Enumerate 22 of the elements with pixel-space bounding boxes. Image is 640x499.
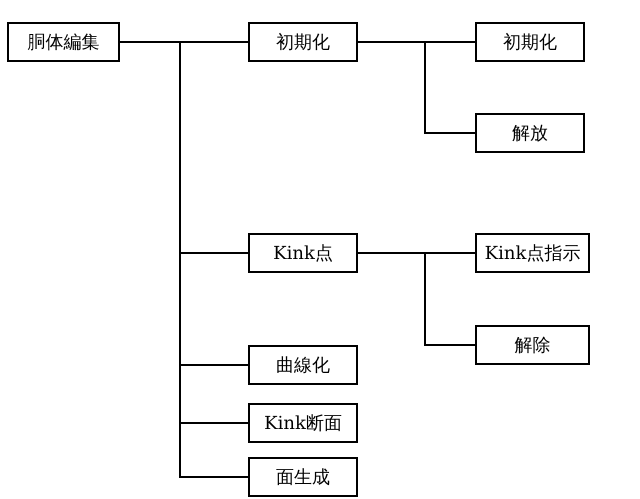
- menu-label: 解除: [514, 334, 550, 357]
- menu-box: [248, 22, 358, 62]
- connector-line: [358, 41, 475, 134]
- menu-box: [475, 233, 590, 273]
- menu-label: 初期化: [276, 31, 330, 54]
- menu-box: [248, 457, 358, 497]
- menu-box: [248, 345, 358, 385]
- connector-line: [358, 252, 475, 346]
- menu-label: 解放: [512, 122, 548, 145]
- menu-label: Kink点指示: [484, 242, 580, 265]
- menu-label: 初期化: [503, 31, 557, 54]
- menu-box: [475, 325, 590, 365]
- menu-label: 胴体編集: [28, 31, 100, 54]
- menu-box: [475, 113, 585, 153]
- menu-box: [475, 22, 585, 62]
- menu-box: [248, 233, 358, 273]
- menu-label: Kink点: [273, 242, 333, 265]
- menu-box: [7, 22, 120, 62]
- menu-box: [248, 403, 358, 443]
- menu-label: 面生成: [276, 466, 330, 489]
- menu-label: 曲線化: [276, 354, 330, 377]
- menu-label: Kink断面: [264, 412, 342, 435]
